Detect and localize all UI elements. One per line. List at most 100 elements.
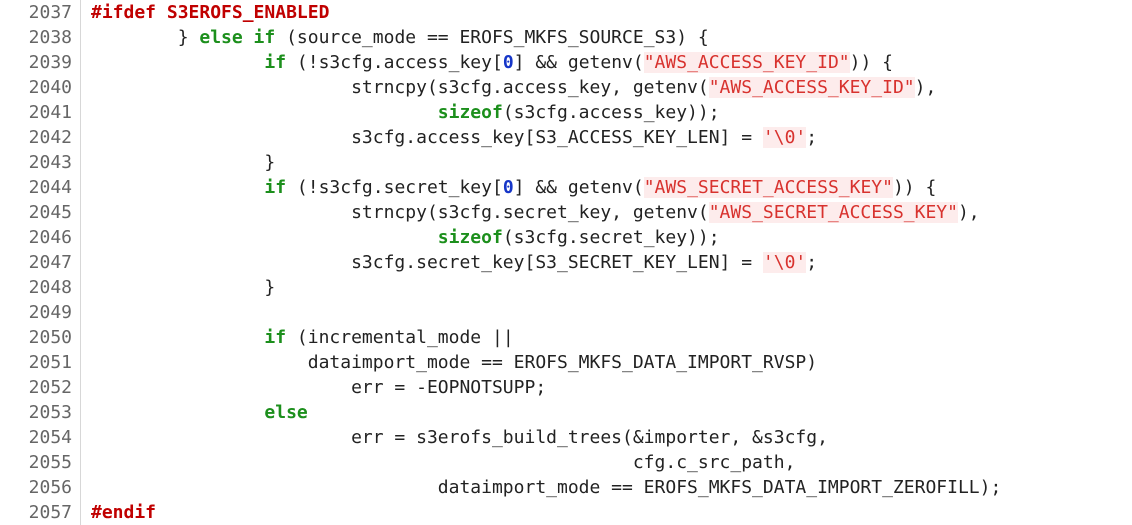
line-number: 2052: [28, 377, 72, 398]
code-token: [91, 177, 264, 198]
code-token: ] && getenv(: [513, 177, 644, 198]
keyword-token: else if: [199, 27, 276, 48]
code-line[interactable]: 2038 } else if (source_mode == EROFS_MKF…: [0, 25, 1132, 50]
line-number: 2041: [28, 102, 72, 123]
preprocessor-token: #endif: [91, 502, 157, 523]
line-number: 2040: [28, 77, 72, 98]
code-text: if (incremental_mode ||: [80, 325, 514, 350]
keyword-token: if: [264, 327, 287, 348]
string-token: "AWS_ACCESS_KEY_ID": [708, 77, 915, 98]
code-token: [91, 402, 264, 423]
string-token: '\0': [762, 252, 807, 273]
preprocessor-token: #ifdef S3EROFS_ENABLED: [91, 2, 330, 23]
keyword-token: else: [264, 402, 308, 423]
code-token: [91, 227, 438, 248]
code-line[interactable]: 2040 strncpy(s3cfg.access_key, getenv("A…: [0, 75, 1132, 100]
code-token: }: [91, 152, 276, 173]
code-text: #ifdef S3EROFS_ENABLED: [80, 0, 329, 25]
code-line[interactable]: 2057 #endif: [0, 500, 1132, 525]
code-line[interactable]: 2052 err = -EOPNOTSUPP;: [0, 375, 1132, 400]
code-line[interactable]: 2044 if (!s3cfg.secret_key[0] && getenv(…: [0, 175, 1132, 200]
code-token: dataimport_mode == EROFS_MKFS_DATA_IMPOR…: [91, 352, 818, 373]
code-line[interactable]: 2046 sizeof(s3cfg.secret_key));: [0, 225, 1132, 250]
code-token: [91, 52, 264, 73]
code-line[interactable]: 2053 else: [0, 400, 1132, 425]
code-text: strncpy(s3cfg.secret_key, getenv("AWS_SE…: [80, 200, 980, 225]
keyword-token: if: [264, 52, 287, 73]
string-token: "AWS_ACCESS_KEY_ID": [643, 52, 850, 73]
code-line[interactable]: 2045 strncpy(s3cfg.secret_key, getenv("A…: [0, 200, 1132, 225]
code-text: if (!s3cfg.access_key[0] && getenv("AWS_…: [80, 50, 893, 75]
line-number: 2043: [28, 152, 72, 173]
code-token: (s3cfg.secret_key));: [502, 227, 720, 248]
code-token: )) {: [892, 177, 937, 198]
code-line[interactable]: 2054 err = s3erofs_build_trees(&importer…: [0, 425, 1132, 450]
code-text: err = -EOPNOTSUPP;: [80, 375, 546, 400]
code-text: dataimport_mode == EROFS_MKFS_DATA_IMPOR…: [80, 350, 817, 375]
code-token: dataimport_mode == EROFS_MKFS_DATA_IMPOR…: [91, 477, 1002, 498]
code-token: }: [91, 277, 276, 298]
line-number: 2045: [28, 202, 72, 223]
code-token: ] && getenv(: [513, 52, 644, 73]
code-line[interactable]: 2055 cfg.c_src_path,: [0, 450, 1132, 475]
code-line[interactable]: 2049: [0, 300, 1132, 325]
number-token: 0: [502, 177, 514, 198]
line-number: 2053: [28, 402, 72, 423]
code-text: sizeof(s3cfg.access_key));: [80, 100, 720, 125]
code-token: [91, 327, 264, 348]
code-text: else: [80, 400, 308, 425]
code-token: ),: [914, 77, 937, 98]
code-token: )) {: [849, 52, 893, 73]
code-token: (incremental_mode ||: [286, 327, 514, 348]
line-number: 2038: [28, 27, 72, 48]
code-text: } else if (source_mode == EROFS_MKFS_SOU…: [80, 25, 709, 50]
code-token: (!s3cfg.secret_key[: [286, 177, 503, 198]
code-token: (!s3cfg.access_key[: [286, 52, 503, 73]
number-token: 0: [502, 52, 514, 73]
code-text: dataimport_mode == EROFS_MKFS_DATA_IMPOR…: [80, 475, 1002, 500]
code-text: err = s3erofs_build_trees(&importer, &s3…: [80, 425, 828, 450]
line-number: 2056: [28, 477, 72, 498]
code-line[interactable]: 2039 if (!s3cfg.access_key[0] && getenv(…: [0, 50, 1132, 75]
code-token: strncpy(s3cfg.secret_key, getenv(: [91, 202, 709, 223]
code-token: ;: [806, 127, 818, 148]
keyword-token: sizeof: [437, 227, 503, 248]
code-token: s3cfg.access_key[S3_ACCESS_KEY_LEN] =: [91, 127, 763, 148]
line-number: 2055: [28, 452, 72, 473]
line-number: 2048: [28, 277, 72, 298]
code-line[interactable]: 2043 }: [0, 150, 1132, 175]
code-token: err = -EOPNOTSUPP;: [91, 377, 547, 398]
string-token: "AWS_SECRET_ACCESS_KEY": [708, 202, 958, 223]
line-number: 2044: [28, 177, 72, 198]
code-line[interactable]: 2047 s3cfg.secret_key[S3_SECRET_KEY_LEN]…: [0, 250, 1132, 275]
code-line[interactable]: 2048 }: [0, 275, 1132, 300]
code-line[interactable]: 2056 dataimport_mode == EROFS_MKFS_DATA_…: [0, 475, 1132, 500]
code-text: }: [80, 150, 275, 175]
line-number: 2047: [28, 252, 72, 273]
code-text: if (!s3cfg.secret_key[0] && getenv("AWS_…: [80, 175, 936, 200]
code-line[interactable]: 2042 s3cfg.access_key[S3_ACCESS_KEY_LEN]…: [0, 125, 1132, 150]
code-line[interactable]: 2050 if (incremental_mode ||: [0, 325, 1132, 350]
line-number: 2039: [28, 52, 72, 73]
code-line[interactable]: 2041 sizeof(s3cfg.access_key));: [0, 100, 1132, 125]
code-line[interactable]: 2037 #ifdef S3EROFS_ENABLED: [0, 0, 1132, 25]
line-number: 2051: [28, 352, 72, 373]
code-text: sizeof(s3cfg.secret_key));: [80, 225, 720, 250]
code-line[interactable]: 2051 dataimport_mode == EROFS_MKFS_DATA_…: [0, 350, 1132, 375]
keyword-token: if: [264, 177, 287, 198]
code-text: [80, 300, 91, 325]
gutter-divider: [80, 0, 81, 525]
code-token: }: [91, 27, 200, 48]
code-text: s3cfg.secret_key[S3_SECRET_KEY_LEN] = '\…: [80, 250, 817, 275]
code-token: ),: [957, 202, 980, 223]
code-token: ;: [806, 252, 818, 273]
line-number: 2054: [28, 427, 72, 448]
code-token: strncpy(s3cfg.access_key, getenv(: [91, 77, 709, 98]
line-number: 2046: [28, 227, 72, 248]
line-number: 2057: [28, 502, 72, 523]
code-text: s3cfg.access_key[S3_ACCESS_KEY_LEN] = '\…: [80, 125, 817, 150]
code-token: cfg.c_src_path,: [91, 452, 796, 473]
string-token: '\0': [762, 127, 807, 148]
line-number: 2037: [28, 2, 72, 23]
